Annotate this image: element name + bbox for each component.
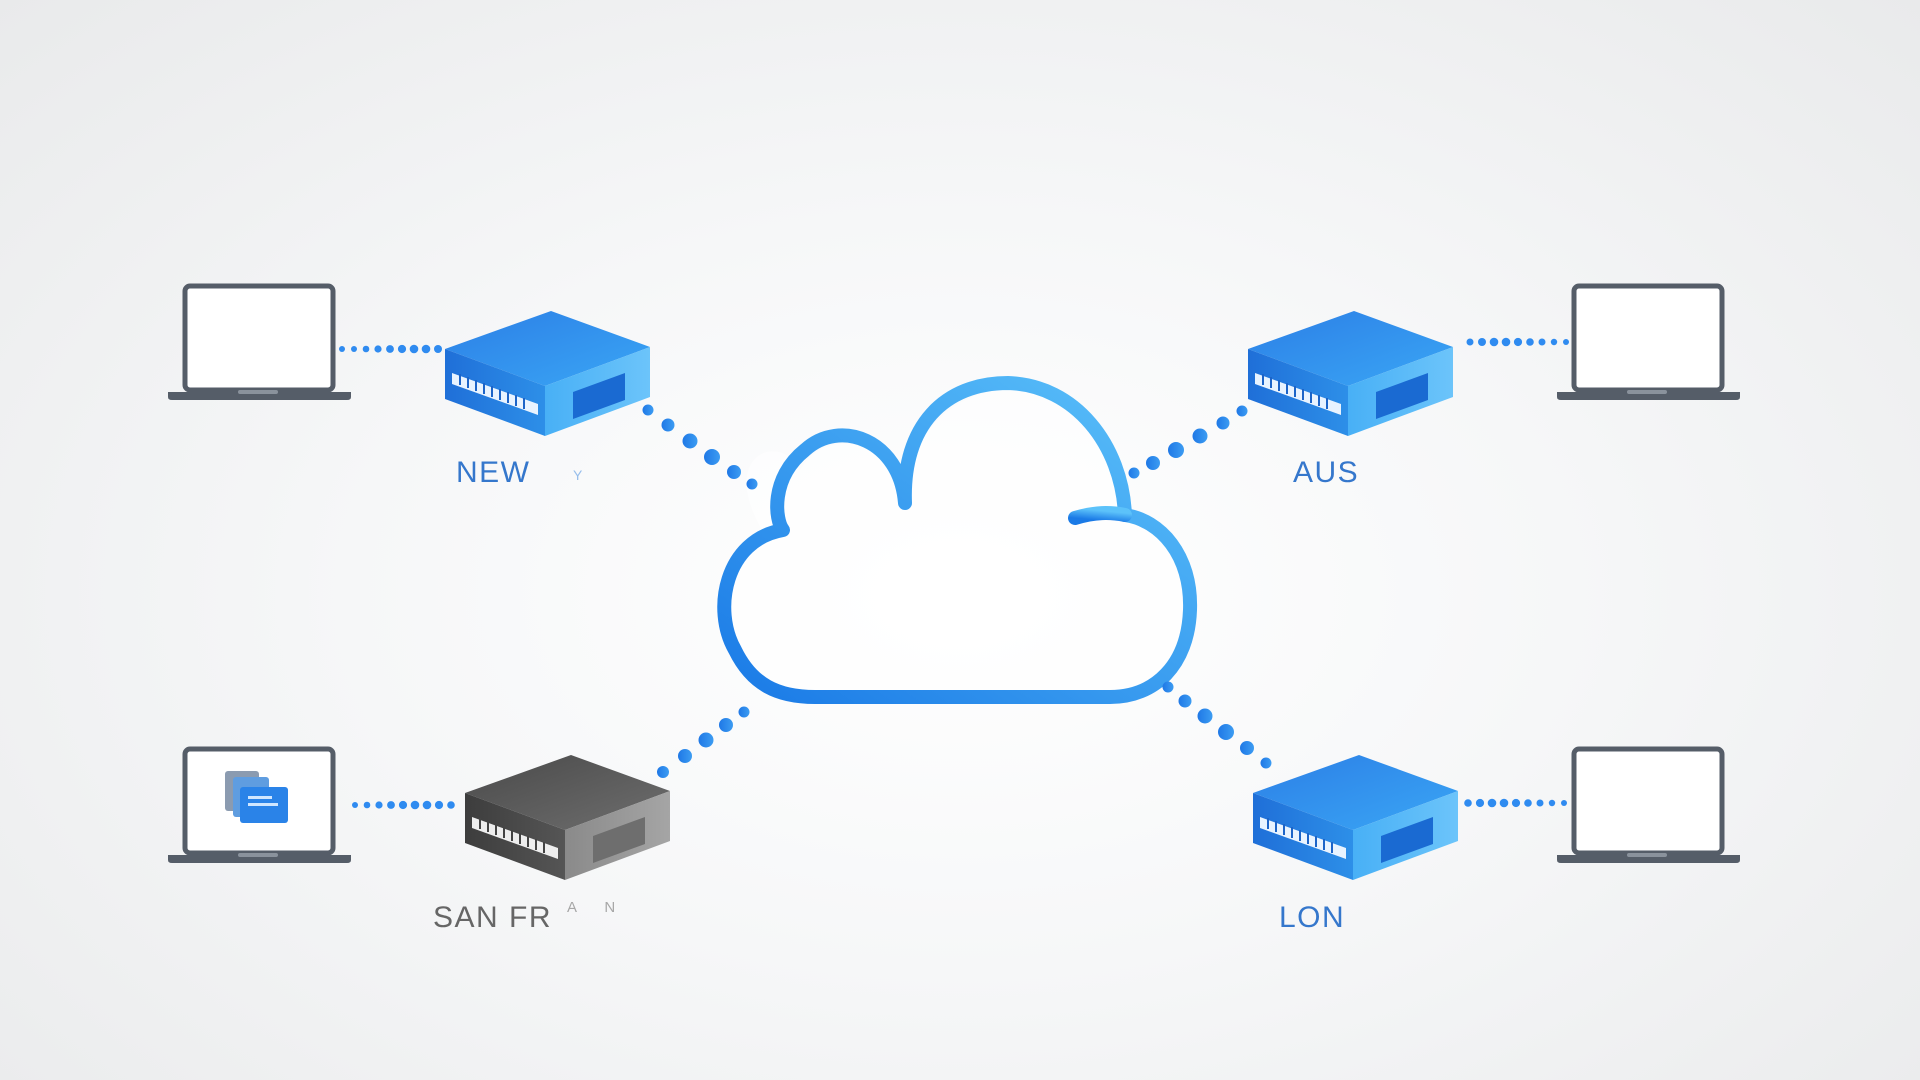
link-laptop-sanfr bbox=[352, 800, 455, 810]
server-icon-aus bbox=[1248, 311, 1453, 436]
node-label-new: NEW bbox=[456, 456, 531, 489]
server-icon-sanfr bbox=[465, 755, 670, 880]
link-laptop-aus bbox=[1466, 337, 1569, 347]
node-label-new-trail: Y bbox=[573, 467, 583, 483]
laptop-icon-sanfr bbox=[168, 746, 351, 863]
node-label-aus: AUS bbox=[1293, 456, 1359, 489]
laptop-icon-aus bbox=[1557, 283, 1740, 400]
laptop-icon-lon bbox=[1557, 746, 1740, 863]
link-new-to-cloud bbox=[642, 404, 758, 490]
node-label-sanfr-trail: A N bbox=[567, 899, 627, 916]
node-label-sanfr: SAN FR bbox=[433, 901, 552, 934]
link-sanfr-to-cloud bbox=[657, 706, 750, 778]
files-icon bbox=[225, 771, 288, 823]
link-aus-to-cloud bbox=[1128, 405, 1248, 479]
server-icon-lon bbox=[1253, 755, 1458, 880]
node-label-lon: LON bbox=[1279, 901, 1345, 934]
laptop-icon-new bbox=[168, 283, 351, 400]
link-laptop-new bbox=[339, 344, 442, 354]
cloud-icon bbox=[717, 376, 1198, 704]
server-icon-new bbox=[445, 311, 650, 436]
link-laptop-lon bbox=[1464, 798, 1567, 808]
link-lon-to-cloud bbox=[1162, 681, 1272, 769]
